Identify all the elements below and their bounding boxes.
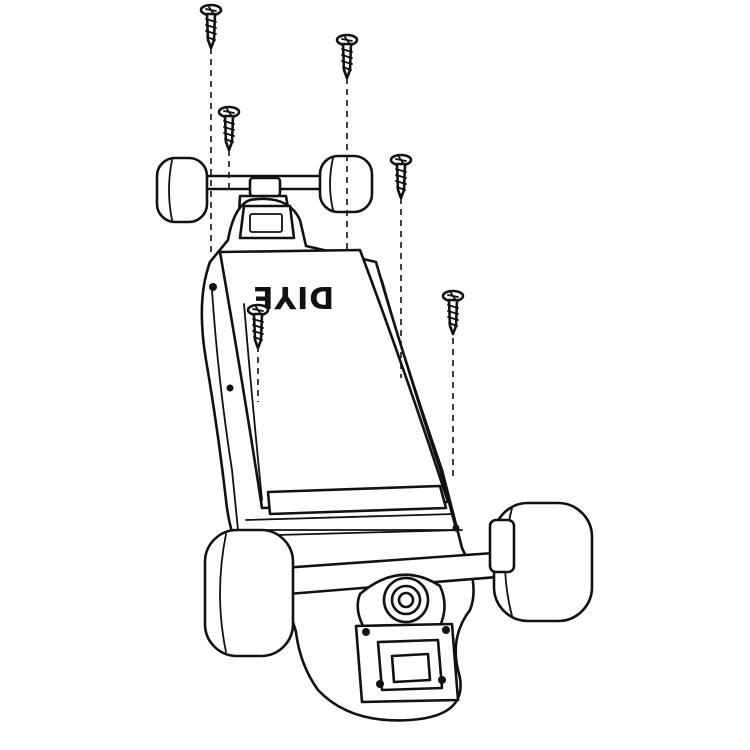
- deck-bolt: [226, 384, 234, 392]
- screw-icon: [335, 33, 359, 80]
- front-right-wheel: [318, 154, 374, 214]
- screw-icon: [217, 105, 241, 152]
- rear-right-wheel: [488, 501, 594, 623]
- front-left-wheel: [155, 156, 209, 224]
- screw-icon: [246, 303, 270, 350]
- screw-guide-lines: [210, 48, 454, 478]
- screw-icon: [199, 3, 223, 50]
- deck-bolt: [452, 524, 460, 532]
- front-mount-plate: [238, 204, 296, 240]
- screw-icon: [441, 289, 465, 336]
- battery-enclosure: [218, 248, 463, 537]
- deck-bolt: [209, 283, 217, 291]
- rear-left-wheel: [203, 528, 295, 658]
- rear-mount-plate: [354, 622, 460, 704]
- screw-icon: [389, 153, 413, 200]
